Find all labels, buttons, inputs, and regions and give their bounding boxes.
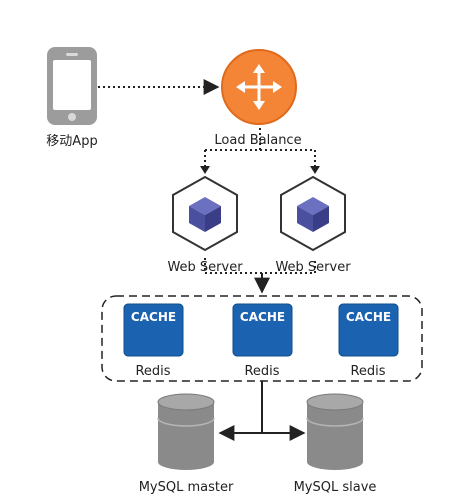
load-balancer-label: Load Balance — [214, 133, 301, 148]
mysql-slave-label: MySQL slave — [294, 480, 377, 495]
cache-node: CACHE Redis — [338, 303, 399, 379]
cache-cluster-boundary — [101, 295, 423, 382]
database-master-node: MySQL master — [139, 393, 234, 495]
cache-node: CACHE Redis — [123, 303, 184, 379]
redis-label: Redis — [135, 364, 170, 379]
smartphone-icon — [47, 47, 97, 125]
redis-label: Redis — [244, 364, 279, 379]
cache-chip-icon: CACHE — [123, 303, 184, 357]
cache-badge: CACHE — [346, 310, 391, 324]
cache-badge: CACHE — [240, 310, 285, 324]
database-cylinder-icon — [306, 393, 364, 470]
redis-label: Redis — [350, 364, 385, 379]
web-server-label: Web Server — [167, 260, 243, 275]
web-server-node: Web Server — [167, 175, 243, 275]
cache-chip-icon: CACHE — [338, 303, 399, 357]
database-slave-node: MySQL slave — [294, 393, 377, 495]
cache-node: CACHE Redis — [232, 303, 293, 379]
cache-badge: CACHE — [131, 310, 176, 324]
cache-chip-icon: CACHE — [232, 303, 293, 357]
lb-branch-arrow-right — [310, 166, 320, 174]
load-balancer-node: Load Balance — [214, 49, 302, 148]
router-arrows-icon — [221, 49, 297, 125]
connector-lb-to-webservers — [204, 128, 316, 172]
connectors — [98, 79, 320, 441]
web-server-label: Web Server — [275, 260, 351, 275]
hexagon-cube-icon — [172, 175, 238, 252]
mobile-app-label: 移动App — [46, 134, 97, 149]
lb-branch-arrow-left — [200, 166, 210, 174]
mobile-app-node: 移动App — [46, 47, 98, 149]
database-cylinder-icon — [157, 393, 215, 470]
cache-cluster: CACHE Redis CACHE Redis CACHE Redis — [101, 295, 423, 382]
web-server-node: Web Server — [275, 175, 351, 275]
mysql-master-label: MySQL master — [139, 480, 234, 495]
hexagon-cube-icon — [280, 175, 346, 252]
connector-webservers-to-cache — [204, 258, 316, 274]
